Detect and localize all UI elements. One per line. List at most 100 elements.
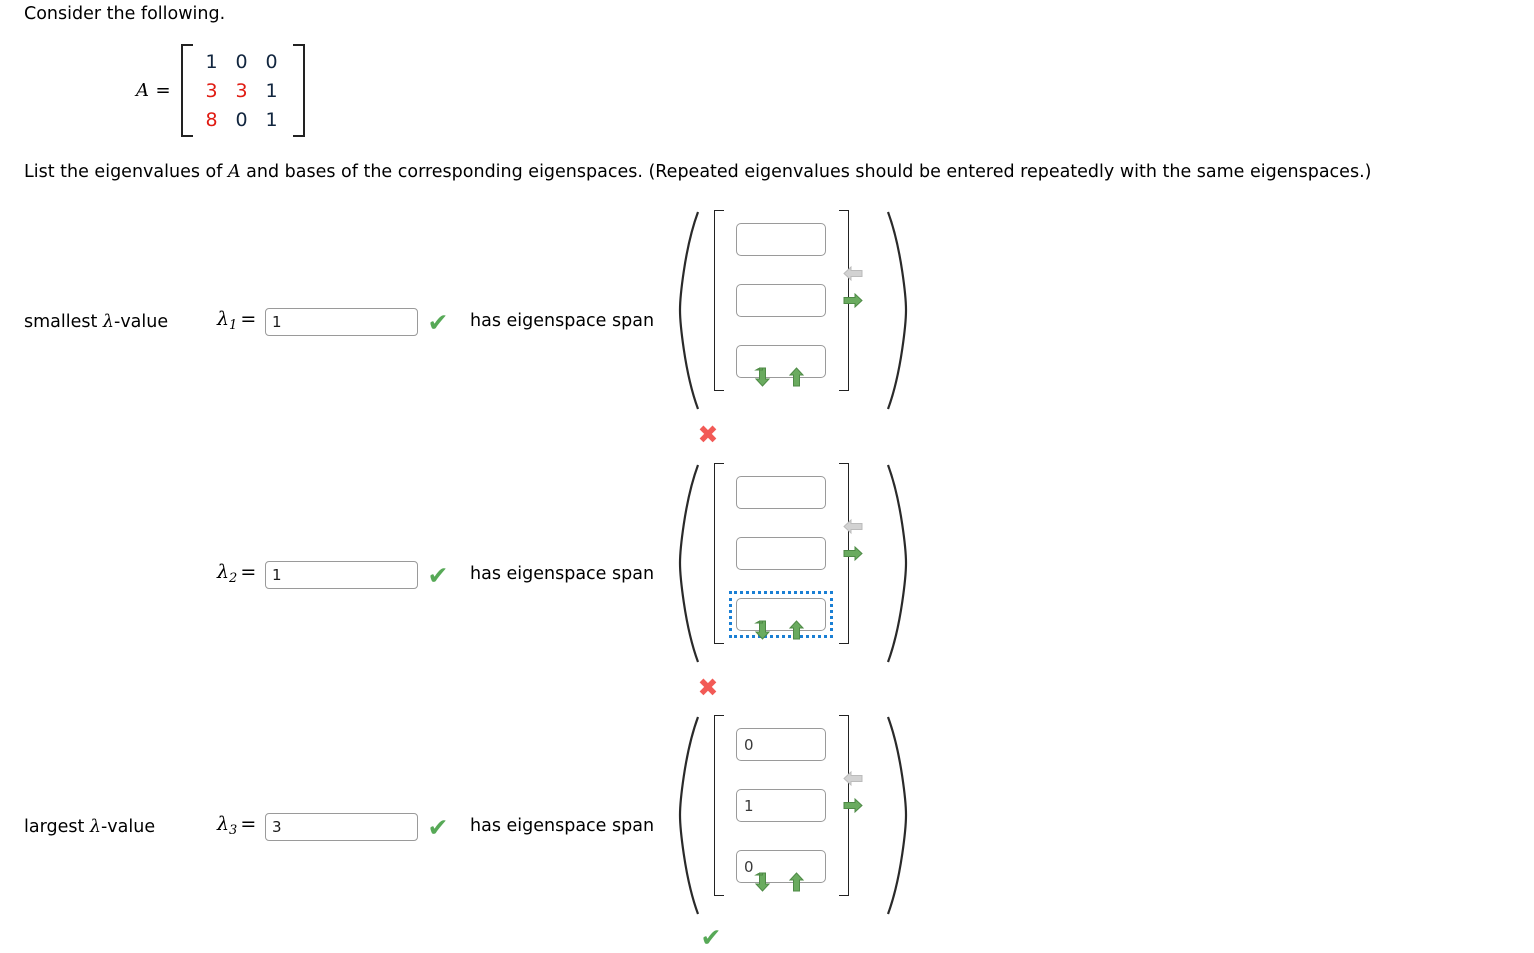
matrix-cell-1-0: 3 xyxy=(205,79,218,102)
vector-left-bracket-1 xyxy=(714,210,724,391)
eigenspace-incorrect-mark-2: ✖ xyxy=(697,673,719,702)
lambda-equals-2: = xyxy=(240,561,257,583)
matrix-left-bracket xyxy=(180,44,193,137)
left-arrow-icon-1[interactable] xyxy=(842,263,864,283)
left-paren-icon-1 xyxy=(676,208,702,413)
down-arrow-icon-1[interactable] xyxy=(754,366,776,387)
row-arrows-3 xyxy=(754,871,810,892)
column-arrows-1 xyxy=(842,263,864,310)
vector-input-2-2[interactable] xyxy=(736,537,826,570)
rank-label-prefix-3: largest xyxy=(24,817,90,837)
right-arrow-icon-2[interactable] xyxy=(842,543,864,563)
eigenvector-matrix-2 xyxy=(714,463,849,644)
matrix-cell-2-2: 1 xyxy=(265,108,278,131)
right-paren-icon-1 xyxy=(884,208,910,413)
eigenvector-matrix-1 xyxy=(714,210,849,391)
matrix-cell-0-1: 0 xyxy=(235,50,248,73)
down-arrow-icon-3[interactable] xyxy=(754,871,776,892)
left-arrow-icon-2[interactable] xyxy=(842,516,864,536)
matrix-cell-0-2: 0 xyxy=(265,50,278,73)
eigenvalue-input-1[interactable] xyxy=(265,308,418,336)
vector-cell-wrap-2-3 xyxy=(729,591,833,638)
column-arrows-2 xyxy=(842,516,864,563)
right-paren-icon-2 xyxy=(884,461,910,666)
matrix-label-A: A xyxy=(136,80,150,101)
eigenvalue-input-2[interactable] xyxy=(265,561,418,589)
question-italic-A: A xyxy=(227,162,241,182)
matrix-cell-1-2: 1 xyxy=(265,79,278,102)
eigenspace-incorrect-mark-1: ✖ xyxy=(697,420,719,449)
vector-cell-wrap-3-1 xyxy=(729,721,833,768)
vector-left-bracket-3 xyxy=(714,715,724,896)
eigenvector-widget-2 xyxy=(676,461,916,666)
vector-input-1-2[interactable] xyxy=(736,284,826,317)
question-text: List the eigenvalues of A and bases of t… xyxy=(24,161,1371,183)
lambda-subscript-2: 2 xyxy=(229,571,238,586)
right-arrow-icon-3[interactable] xyxy=(842,795,864,815)
lambda-symbol-2: λ xyxy=(217,561,230,583)
up-arrow-icon-1[interactable] xyxy=(788,366,810,387)
lambda-expression-1: λ1= xyxy=(217,308,256,333)
down-arrow-icon-2[interactable] xyxy=(754,619,776,640)
left-paren-icon-3 xyxy=(676,713,702,918)
intro-text: Consider the following. xyxy=(24,4,226,24)
rank-label-suffix-3: -value xyxy=(100,817,156,837)
lambda-subscript-3: 3 xyxy=(229,823,238,838)
row-arrows-1 xyxy=(754,366,810,387)
rank-label-smallest: smallest λ-value xyxy=(24,312,168,332)
lambda-expression-3: λ3= xyxy=(217,813,256,838)
matrix-cell-2-0: 8 xyxy=(205,108,218,131)
rank-label-suffix-1: -value xyxy=(114,312,169,332)
eigenvector-matrix-3 xyxy=(714,715,849,896)
vector-left-bracket-2 xyxy=(714,463,724,644)
lambda-symbol-1: λ xyxy=(217,308,230,330)
vector-input-1-1[interactable] xyxy=(736,223,826,256)
vector-cell-wrap-1-1 xyxy=(729,216,833,263)
question-part-2: and bases of the corresponding eigenspac… xyxy=(240,162,1372,182)
eigenspace-span-label-3: has eigenspace span xyxy=(470,816,655,836)
matrix-right-bracket xyxy=(292,44,305,137)
vector-cells-1 xyxy=(723,210,839,391)
vector-input-3-2[interactable] xyxy=(736,789,826,822)
matrix-cell-0-0: 1 xyxy=(205,50,218,73)
matrix-cell-1-1: 3 xyxy=(235,79,248,102)
matrix-definition: A = 1 0 0 3 3 1 8 0 1 xyxy=(136,44,305,137)
right-paren-icon-3 xyxy=(884,713,910,918)
eigenspace-correct-mark-3: ✔ xyxy=(700,923,722,952)
vector-cell-wrap-2-2 xyxy=(729,530,833,577)
left-arrow-icon-3[interactable] xyxy=(842,768,864,788)
column-arrows-3 xyxy=(842,768,864,815)
up-arrow-icon-3[interactable] xyxy=(788,871,810,892)
eigenvalue-input-3[interactable] xyxy=(265,813,418,841)
up-arrow-icon-2[interactable] xyxy=(788,619,810,640)
question-part-1: List the eigenvalues of xyxy=(24,162,228,182)
vector-input-3-3[interactable] xyxy=(736,850,826,883)
right-arrow-icon-1[interactable] xyxy=(842,290,864,310)
left-paren-icon-2 xyxy=(676,461,702,666)
vector-cell-wrap-1-3 xyxy=(729,338,833,385)
eigenspace-span-label-2: has eigenspace span xyxy=(470,564,655,584)
lambda-subscript-1: 1 xyxy=(229,318,238,333)
lambda-equals-1: = xyxy=(240,308,257,330)
eigenspace-span-label-1: has eigenspace span xyxy=(470,311,655,331)
lambda-symbol-3: λ xyxy=(217,813,230,835)
vector-input-2-1[interactable] xyxy=(736,476,826,509)
vector-cell-wrap-2-1 xyxy=(729,469,833,516)
lambda-equals-3: = xyxy=(240,813,257,835)
rank-label-lambda-1: λ xyxy=(102,312,115,332)
vector-cell-wrap-1-2 xyxy=(729,277,833,324)
vector-input-3-1[interactable] xyxy=(736,728,826,761)
rank-label-largest: largest λ-value xyxy=(24,817,155,837)
vector-input-1-3[interactable] xyxy=(736,345,826,378)
eigenvalue-correct-check-1: ✔ xyxy=(427,308,449,337)
eigenvalue-row-2: λ2= ✔ has eigenspace span xyxy=(0,453,1534,703)
vector-input-2-3[interactable] xyxy=(736,598,826,631)
vector-cell-wrap-3-3 xyxy=(729,843,833,890)
row-arrows-2 xyxy=(754,619,810,640)
eigenvalue-correct-check-2: ✔ xyxy=(427,561,449,590)
eigenvector-widget-1 xyxy=(676,208,916,413)
eigenvalue-row-1: smallest λ-value λ1= ✔ has eigenspace sp… xyxy=(0,200,1534,450)
vector-cells-3 xyxy=(723,715,839,896)
eigenvalue-row-3: largest λ-value λ3= ✔ has eigenspace spa… xyxy=(0,705,1534,953)
vector-cell-wrap-3-2 xyxy=(729,782,833,829)
